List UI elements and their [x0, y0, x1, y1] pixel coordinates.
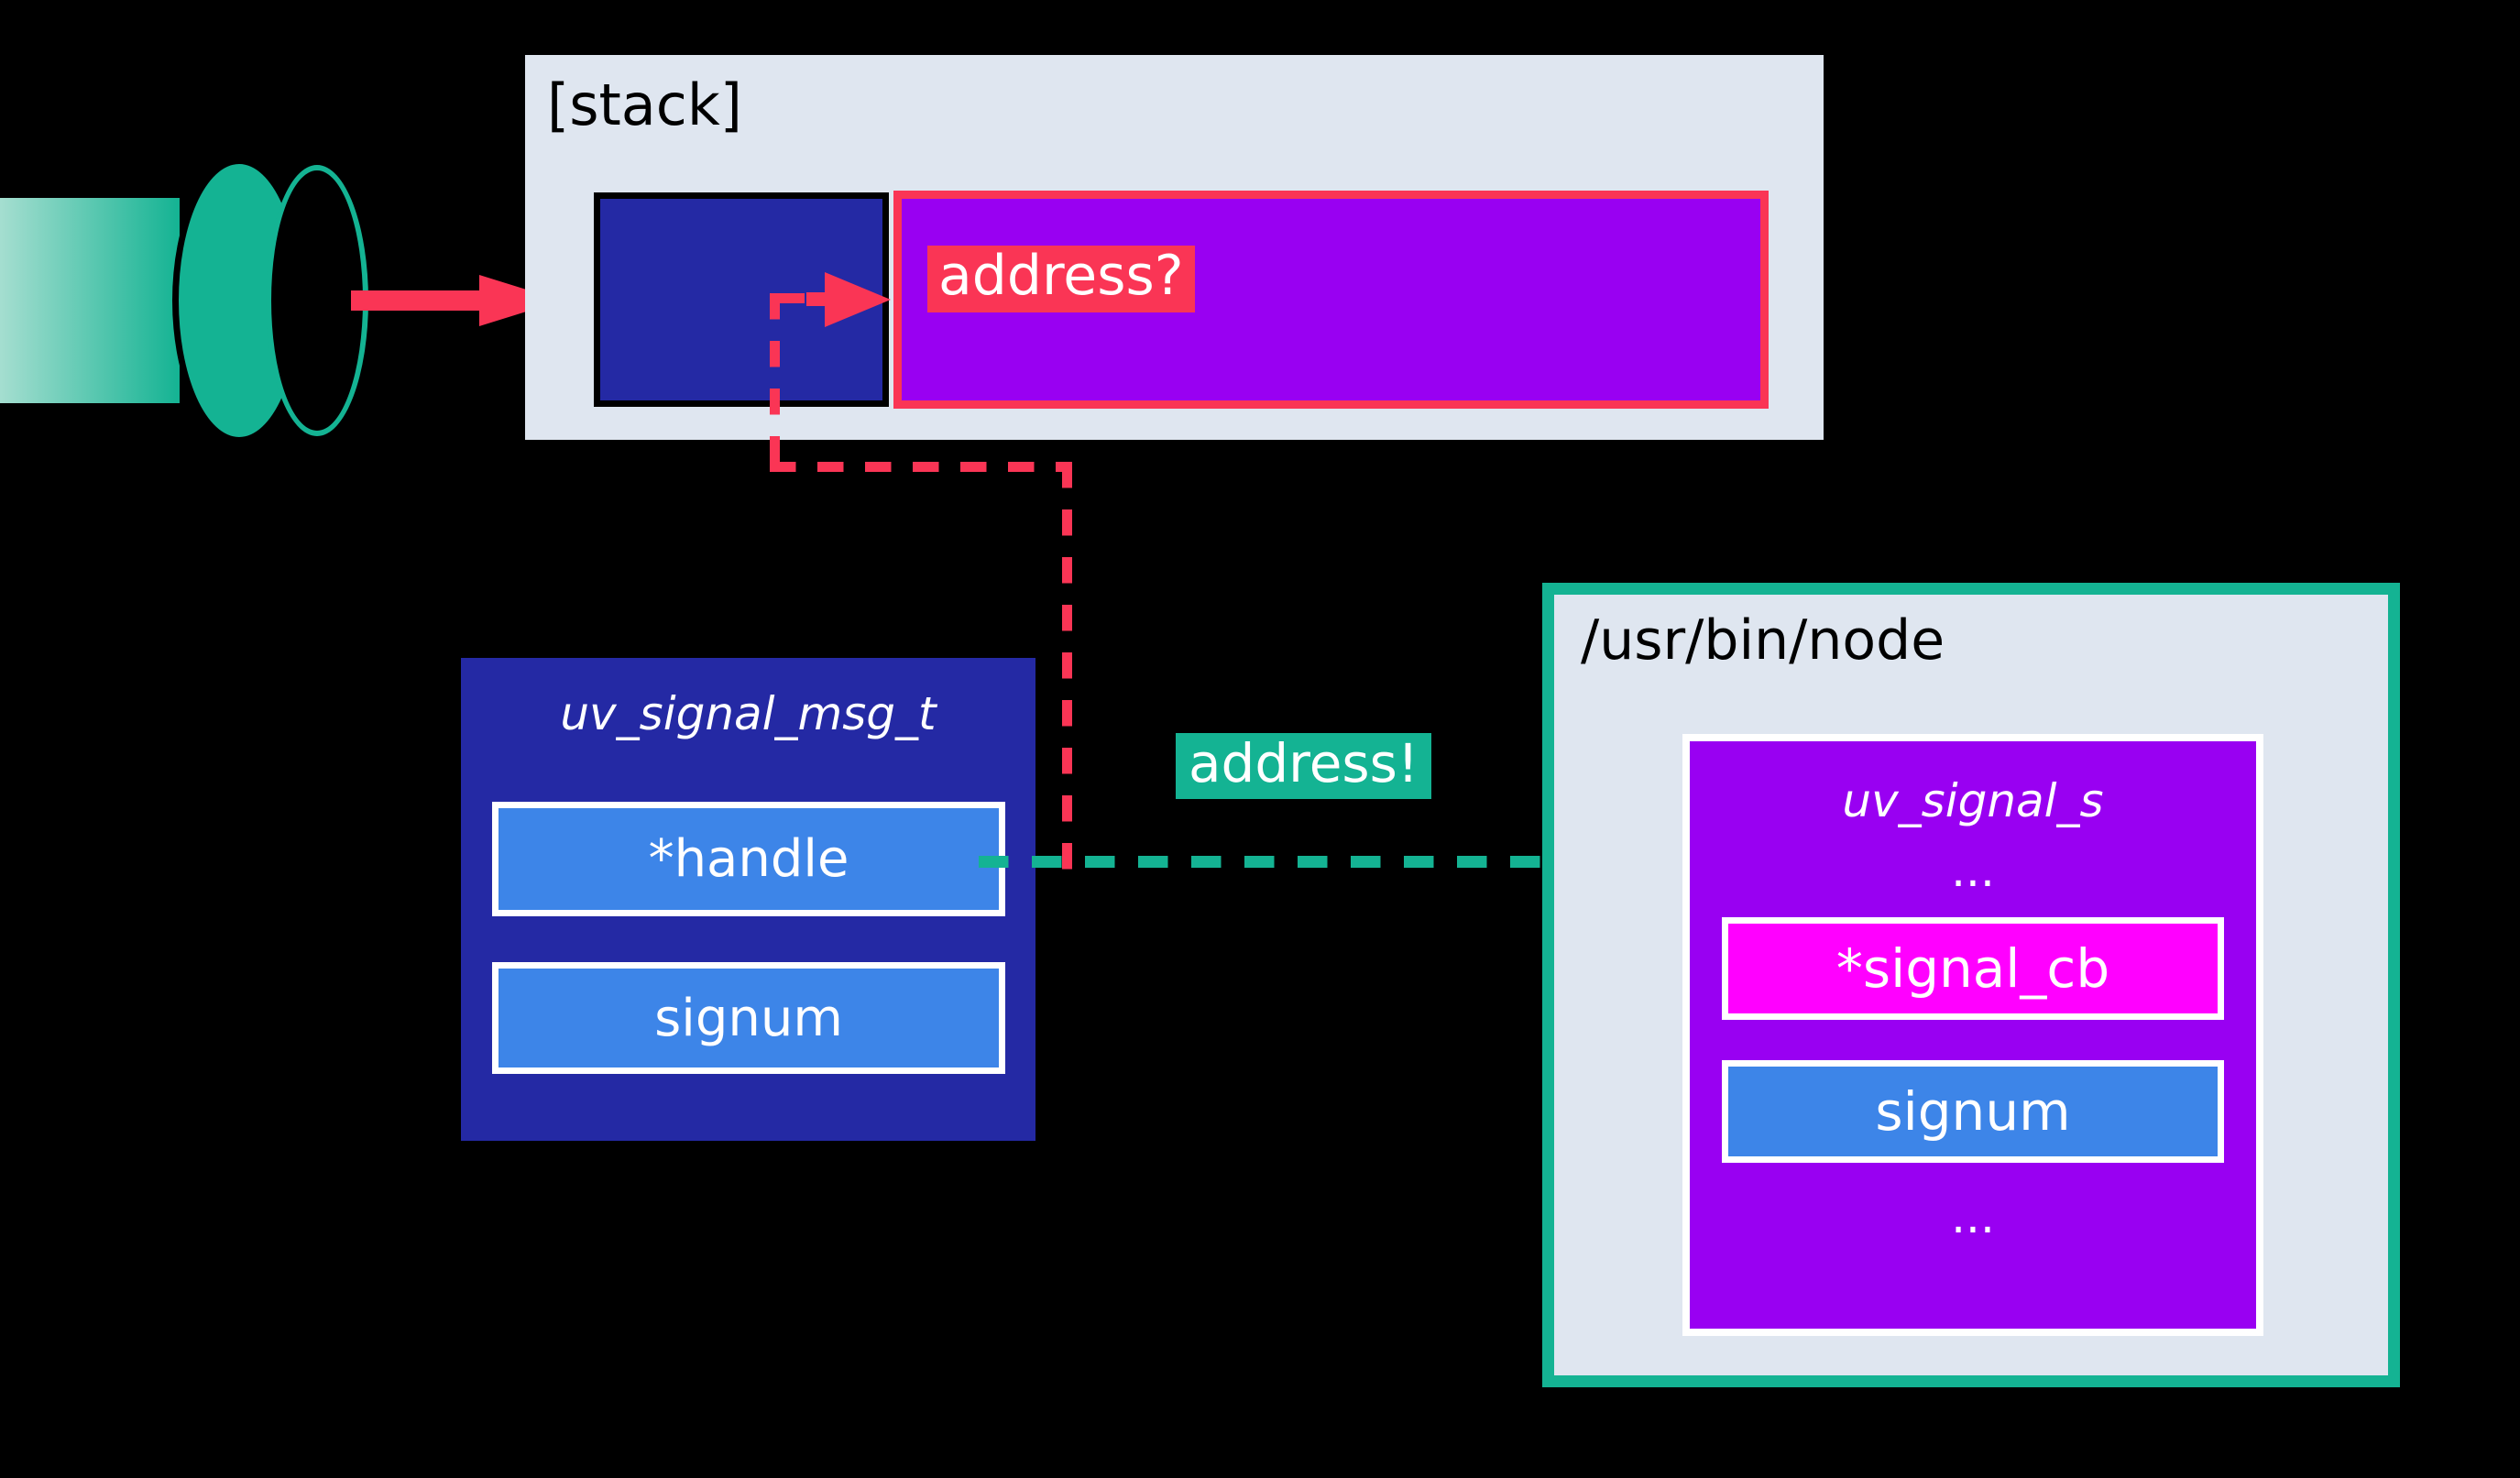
- red-dashed-elbow: [770, 293, 805, 303]
- red-arrow-icon: [351, 275, 562, 326]
- uv-signal-s-struct-title: uv_signal_s: [1842, 774, 2104, 827]
- cylinder-body-icon: [0, 198, 180, 403]
- red-dashed-segment-horizontal: [770, 462, 1072, 472]
- uv-signal-s-ellipsis-bottom: ...: [1951, 1190, 1995, 1243]
- uv-signal-s-struct: uv_signal_s ... *signal_cb signum ...: [1682, 734, 2263, 1336]
- uv-signal-s-ellipsis-top: ...: [1951, 844, 1995, 897]
- stack-panel-title: [stack]: [547, 71, 742, 138]
- address-unknown-label: address?: [927, 246, 1195, 312]
- red-dashed-pointer-icon: [806, 272, 891, 327]
- uv-signal-msg-struct-title: uv_signal_msg_t: [560, 687, 937, 740]
- signal-field-signal-cb: *signal_cb: [1722, 917, 2224, 1020]
- red-dashed-segment-vertical-1: [770, 293, 780, 472]
- green-dashed-pointer-line: [979, 856, 1611, 868]
- address-known-label: address!: [1176, 733, 1432, 799]
- msg-field-signum: signum: [492, 962, 1005, 1074]
- msg-field-handle: *handle: [492, 802, 1005, 916]
- node-binary-panel-title: /usr/bin/node: [1581, 608, 1945, 673]
- signal-field-signum: signum: [1722, 1060, 2224, 1163]
- red-dashed-segment-vertical-2: [1062, 462, 1072, 870]
